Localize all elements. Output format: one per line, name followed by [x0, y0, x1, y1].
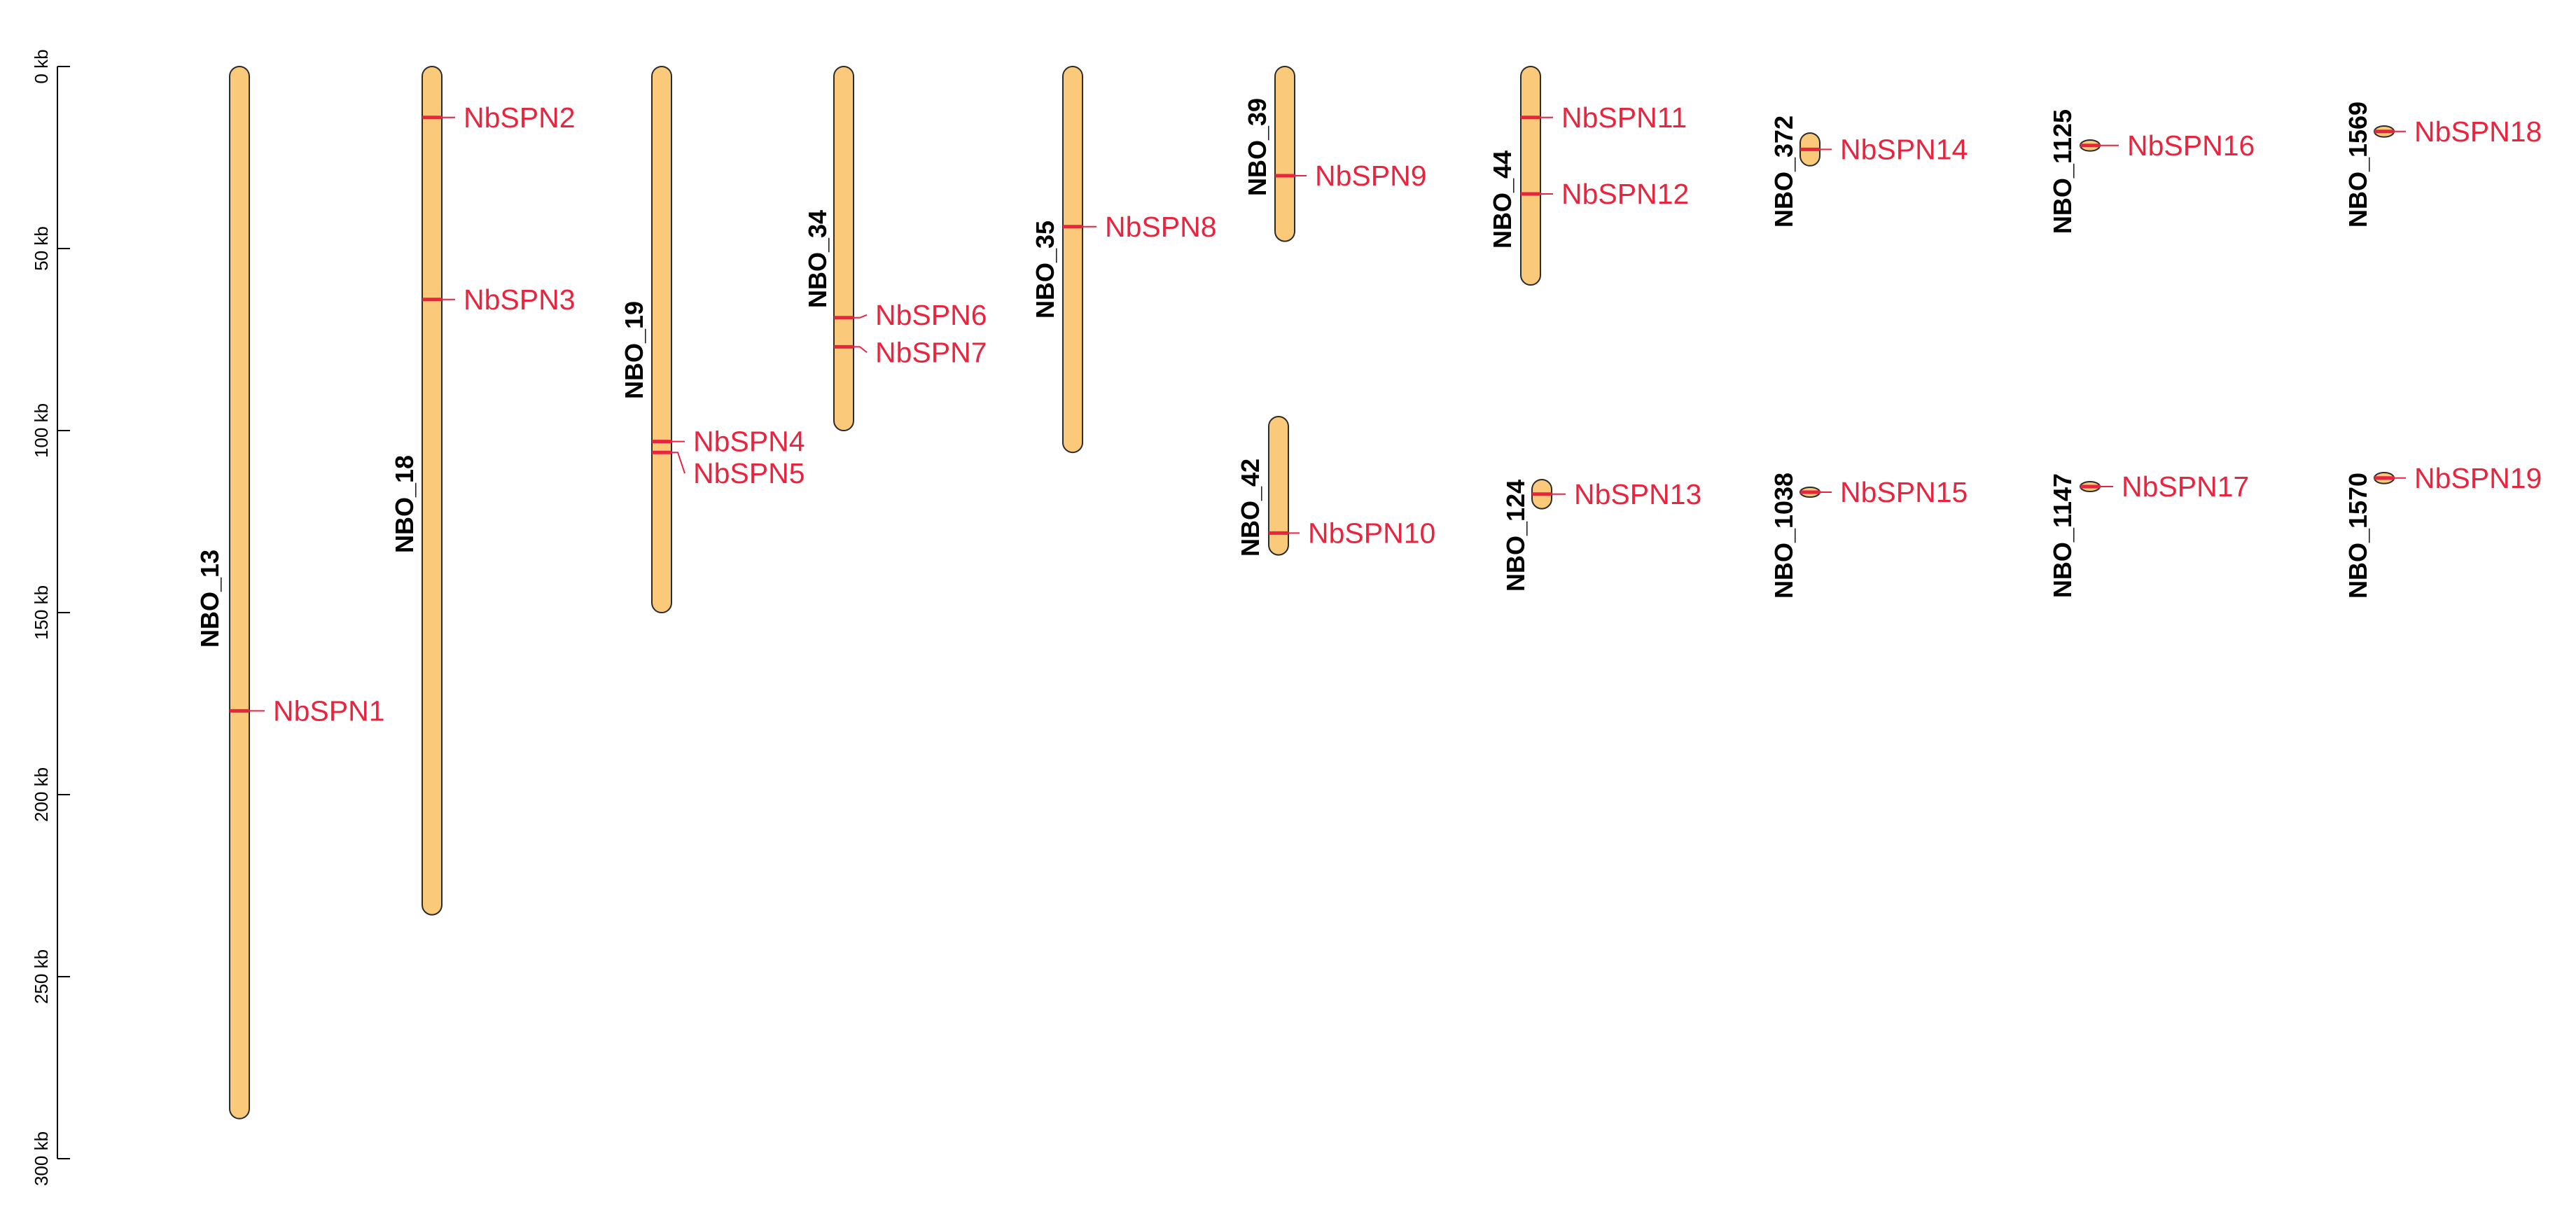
scaffold-label: NBO_1125	[2048, 109, 2077, 234]
gene-marker[interactable]: NbSPN12	[1521, 178, 1689, 210]
gene-marker[interactable]: NbSPN17	[2080, 470, 2249, 503]
scaffold-label: NBO_124	[1501, 480, 1530, 592]
gene-marker[interactable]: NbSPN11	[1521, 102, 1687, 134]
gene-label: NbSPN9	[1315, 160, 1427, 192]
scaffold-nbo-1125[interactable]: NBO_1125 NbSPN16	[2048, 109, 2255, 234]
gene-marker[interactable]: NbSPN8	[1063, 211, 1217, 243]
gene-marker[interactable]: NbSPN19	[2374, 462, 2542, 494]
gene-label: NbSPN17	[2122, 470, 2249, 503]
scaffold-nbo-44[interactable]: NBO_44 NbSPN11 NbSPN12	[1488, 66, 1689, 286]
gene-marker[interactable]: NbSPN1	[230, 695, 385, 727]
gene-label: NbSPN11	[1561, 102, 1687, 134]
axis-tick-label: 100 kb	[31, 403, 52, 458]
scaffold-label: NBO_1569	[2344, 102, 2372, 228]
gene-marker[interactable]: NbSPN18	[2374, 116, 2542, 148]
gene-marker[interactable]: NbSPN3	[422, 284, 576, 316]
scaffold-nbo-18[interactable]: NBO_18 NbSPN2 NbSPN3	[390, 66, 576, 916]
scaffold-label: NBO_19	[620, 301, 648, 399]
axis-tick-label: 50 kb	[31, 226, 52, 271]
gene-label: NbSPN5	[693, 457, 805, 489]
scaffold-nbo-1147[interactable]: NBO_1147 NbSPN17	[2048, 470, 2249, 598]
scaffold-label: NBO_13	[195, 550, 224, 648]
scaffold-nbo-1569[interactable]: NBO_1569 NbSPN18	[2344, 102, 2542, 228]
gene-label: NbSPN14	[1840, 133, 1968, 165]
gene-label: NbSPN19	[2414, 462, 2542, 494]
gene-label: NbSPN2	[464, 102, 576, 134]
axis-tick-label: 200 kb	[31, 767, 52, 822]
gene-marker[interactable]: NbSPN5	[652, 450, 805, 489]
scaffold-nbo-372[interactable]: NBO_372 NbSPN14	[1769, 116, 1968, 228]
gene-marker[interactable]: NbSPN10	[1269, 517, 1435, 549]
scaffold-label: NBO_42	[1236, 459, 1265, 557]
scaffold-nbo-124[interactable]: NBO_124 NbSPN13	[1501, 478, 1701, 592]
scaffold-bar[interactable]	[1520, 66, 1541, 286]
gene-label: NbSPN3	[464, 284, 576, 316]
scaffold-label: NBO_18	[390, 455, 419, 553]
gene-label: NbSPN7	[875, 336, 987, 368]
gene-label: NbSPN18	[2414, 116, 2542, 148]
axis-tick-label: 250 kb	[31, 949, 52, 1004]
gene-marker[interactable]: NbSPN15	[1800, 476, 1968, 508]
scaffold-nbo-34[interactable]: NBO_34 NbSPN6 NbSPN7	[803, 66, 987, 431]
gene-marker[interactable]: NbSPN14	[1800, 133, 1968, 165]
scaffold-label: NBO_1147	[2048, 473, 2077, 598]
scaffold-bar[interactable]	[1268, 416, 1289, 556]
scaffold-label: NBO_34	[803, 210, 832, 308]
scaffold-label: NBO_372	[1769, 116, 1798, 228]
gene-marker[interactable]: NbSPN2	[422, 102, 576, 134]
gene-connector	[854, 314, 868, 319]
scaffold-bar[interactable]	[833, 66, 854, 431]
gene-marker[interactable]: NbSPN13	[1532, 478, 1701, 510]
gene-label: NbSPN1	[273, 695, 385, 727]
scaffold-label: NBO_39	[1243, 98, 1272, 196]
axis-tick-label: 300 kb	[31, 1131, 52, 1186]
gene-connector	[671, 452, 685, 474]
gene-label: NbSPN12	[1561, 178, 1689, 210]
axis-ticks: 0 kb 50 kb 100 kb 150 kb 200 kb 250 kb 300 kb	[31, 49, 70, 1186]
gene-label: NbSPN13	[1574, 478, 1701, 510]
kb-axis: 0 kb 50 kb 100 kb 150 kb 200 kb 250 kb 300 kb	[31, 49, 70, 1186]
scaffold-bar[interactable]	[229, 66, 250, 1119]
scaffold-nbo-19[interactable]: NBO_19 NbSPN4 NbSPN5	[620, 66, 805, 613]
gene-marker[interactable]: NbSPN7	[834, 336, 987, 368]
gene-marker[interactable]: NbSPN16	[2080, 130, 2255, 162]
gene-marker[interactable]: NbSPN4	[652, 426, 805, 458]
gene-label: NbSPN16	[2127, 130, 2255, 162]
gene-label: NbSPN6	[875, 299, 987, 331]
scaffold-label: NBO_1570	[2344, 473, 2372, 599]
scaffold-nbo-35[interactable]: NBO_35 NbSPN8	[1031, 66, 1217, 454]
gene-label: NbSPN4	[693, 426, 805, 458]
scaffold-bar[interactable]	[422, 66, 443, 916]
gene-marker[interactable]: NbSPN6	[834, 299, 987, 331]
scaffold-nbo-1038[interactable]: NBO_1038 NbSPN15	[1769, 473, 1968, 599]
scaffold-bar[interactable]	[1062, 66, 1083, 454]
scaffold-bar[interactable]	[651, 66, 672, 613]
axis-tick-label: 150 kb	[31, 585, 52, 640]
scaffold-label: NBO_35	[1031, 221, 1059, 319]
gene-connector	[854, 346, 868, 354]
gene-label: NbSPN8	[1105, 211, 1217, 243]
scaffold-nbo-39[interactable]: NBO_39 NbSPN9	[1243, 66, 1427, 242]
scaffold-nbo-42[interactable]: NBO_42 NbSPN10	[1236, 416, 1435, 557]
gene-label: NbSPN10	[1308, 517, 1435, 549]
gene-marker[interactable]: NbSPN9	[1275, 160, 1427, 192]
scaffold-bar[interactable]	[1274, 66, 1295, 242]
gene-label: NbSPN15	[1840, 476, 1968, 508]
axis-tick-label: 0 kb	[31, 49, 52, 83]
scaffold-nbo-1570[interactable]: NBO_1570 NbSPN19	[2344, 462, 2542, 599]
scaffold-label: NBO_1038	[1769, 473, 1798, 599]
scaffold-nbo-13[interactable]: NBO_13 NbSPN1	[195, 66, 385, 1119]
scaffolds: NBO_13 NbSPN1 NBO_18 NbSPN2 NbSPN3	[195, 66, 2542, 1119]
scaffold-label: NBO_44	[1488, 151, 1517, 249]
